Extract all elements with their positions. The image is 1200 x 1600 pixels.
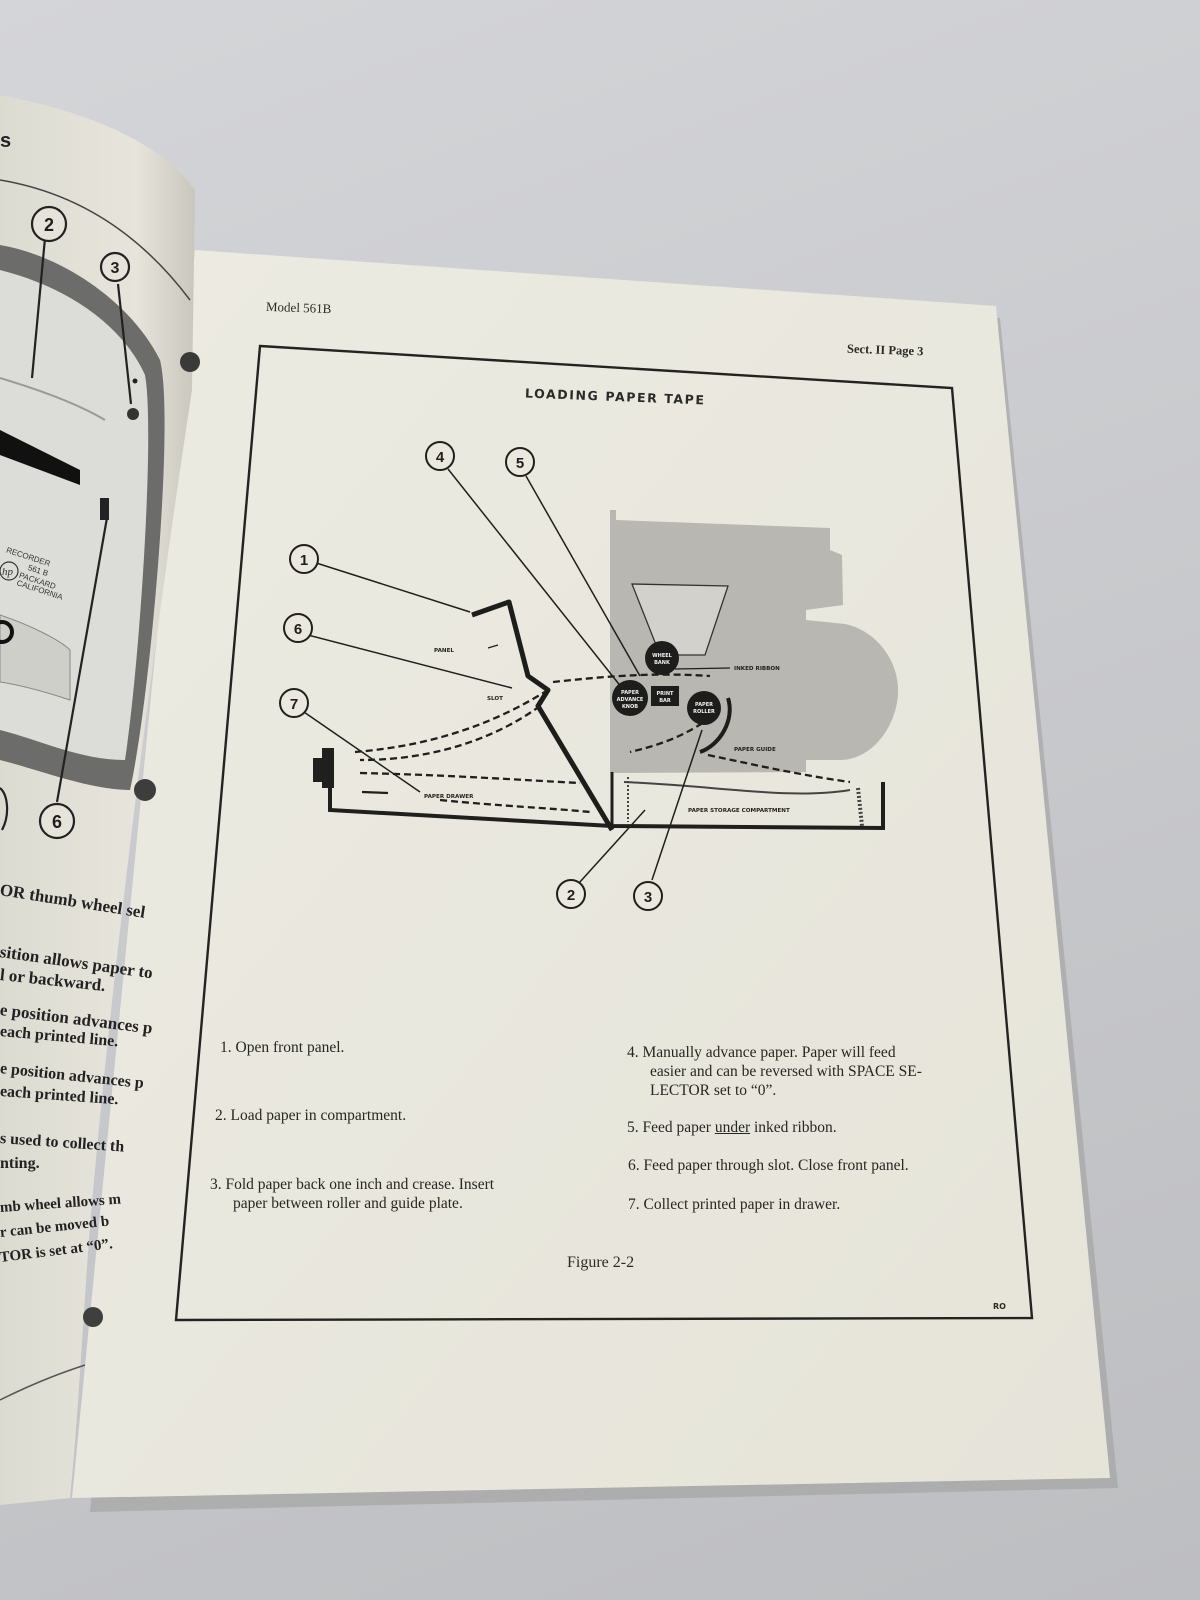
left-heading-fragment: s xyxy=(0,130,12,152)
recorder-photo xyxy=(0,245,165,790)
callout-circle-4 xyxy=(425,441,455,471)
binder-hole xyxy=(180,352,200,372)
label-wheel-bank-line1: WHEEL xyxy=(652,653,673,659)
instruction-3: 3. Fold paper back one inch and crease. … xyxy=(210,1175,494,1213)
callout-circle-1 xyxy=(289,544,319,574)
hp-logo-text: hp xyxy=(2,566,14,578)
label-inked-ribbon: INKED RIBBON xyxy=(734,666,780,672)
callout-3: 3 xyxy=(644,889,652,906)
label-paper-advance-knob-line1: PAPER xyxy=(621,690,639,696)
left-callout-2: 2 xyxy=(44,215,54,235)
diagram-callouts xyxy=(279,441,663,911)
instruction-1: 1. Open front panel. xyxy=(220,1038,344,1057)
instruction-5-pre: 5. Feed paper xyxy=(627,1119,715,1136)
header-section-page: Sect. II Page 3 xyxy=(846,341,924,359)
callout-circle-5 xyxy=(505,447,535,477)
instruction-5-under: under xyxy=(714,1119,751,1136)
callout-2: 2 xyxy=(567,887,575,904)
instruction-4-line1: 4. Manually advance paper. Paper will fe… xyxy=(627,1044,896,1061)
callout-circle-2 xyxy=(556,879,586,909)
figure-caption: Figure 2-2 xyxy=(567,1254,635,1271)
instruction-6: 6. Feed paper through slot. Close front … xyxy=(628,1156,909,1175)
label-paper-advance-knob-line3: KNOB xyxy=(622,704,638,710)
instruction-3-line1: 3. Fold paper back one inch and crease. … xyxy=(210,1176,495,1193)
callout-circle-6 xyxy=(283,613,313,643)
label-paper-roller-line2: ROLLER xyxy=(693,709,715,715)
label-print-bar-line2: BAR xyxy=(659,698,671,704)
label-paper-storage-compartment: PAPER STORAGE COMPARTMENT xyxy=(688,808,790,814)
instruction-4: 4. Manually advance paper. Paper will fe… xyxy=(627,1043,922,1100)
left-callout-circle-2 xyxy=(30,205,68,243)
figure-frame xyxy=(174,344,1034,1322)
instruction-1-text: 1. Open front panel. xyxy=(220,1039,345,1056)
print-bar xyxy=(651,686,679,706)
callout-5: 5 xyxy=(516,455,524,472)
instruction-2: 2. Load paper in compartment. xyxy=(215,1106,406,1125)
instruction-6-text: 6. Feed paper through slot. Close front … xyxy=(628,1157,909,1174)
binder-hole xyxy=(83,1307,103,1327)
front-panel xyxy=(471,599,615,832)
paper-advance-knob xyxy=(612,680,648,716)
instruction-7-text: 7. Collect printed paper in drawer. xyxy=(628,1196,841,1213)
revision-mark: RO xyxy=(993,1302,1006,1311)
paper-tape-diagram xyxy=(300,468,899,884)
left-callout-3: 3 xyxy=(111,260,120,277)
label-paper-drawer: PAPER DRAWER xyxy=(424,794,474,800)
left-callout-circle-6 xyxy=(38,802,76,840)
label-wheel-bank-line2: BANK xyxy=(654,660,671,666)
instruction-4-line2: easier and can be reversed with SPACE SE… xyxy=(650,1063,922,1080)
label-paper-roller-line1: PAPER xyxy=(695,702,713,708)
paper-guide xyxy=(699,697,732,754)
machine-body xyxy=(610,510,899,773)
callout-7: 7 xyxy=(290,696,298,713)
callout-4: 4 xyxy=(436,449,445,466)
label-paper-guide: PAPER GUIDE xyxy=(734,747,776,753)
label-print-bar-line1: PRINT xyxy=(657,691,675,697)
callout-1: 1 xyxy=(300,552,308,569)
paper-roller xyxy=(687,691,721,725)
instruction-5-post: inked ribbon. xyxy=(750,1119,837,1136)
left-callout-circle-3 xyxy=(99,251,131,283)
label-slot: SLOT xyxy=(487,696,503,702)
binder-hole xyxy=(134,779,156,801)
header-model: Model 561B xyxy=(265,298,332,317)
label-paper-advance-knob-line2: ADVANCE xyxy=(617,697,644,703)
instruction-4-line3: LECTOR set to “0”. xyxy=(650,1082,777,1099)
label-panel: PANEL xyxy=(434,648,454,654)
instruction-7: 7. Collect printed paper in drawer. xyxy=(628,1195,840,1214)
right-page xyxy=(72,250,1110,1498)
callout-circle-3 xyxy=(633,881,663,911)
callout-6: 6 xyxy=(294,621,302,638)
callout-circle-7 xyxy=(279,688,309,718)
instruction-3-line2: paper between roller and guide plate. xyxy=(233,1195,463,1212)
hp-logo xyxy=(0,561,19,581)
left-callout-6: 6 xyxy=(52,812,62,832)
wheel-bank-knob xyxy=(645,641,679,675)
instruction-5: 5. Feed paper under inked ribbon. xyxy=(627,1118,837,1137)
left-text-line-9: nting. xyxy=(0,1155,40,1172)
instruction-2-text: 2. Load paper in compartment. xyxy=(215,1107,407,1124)
